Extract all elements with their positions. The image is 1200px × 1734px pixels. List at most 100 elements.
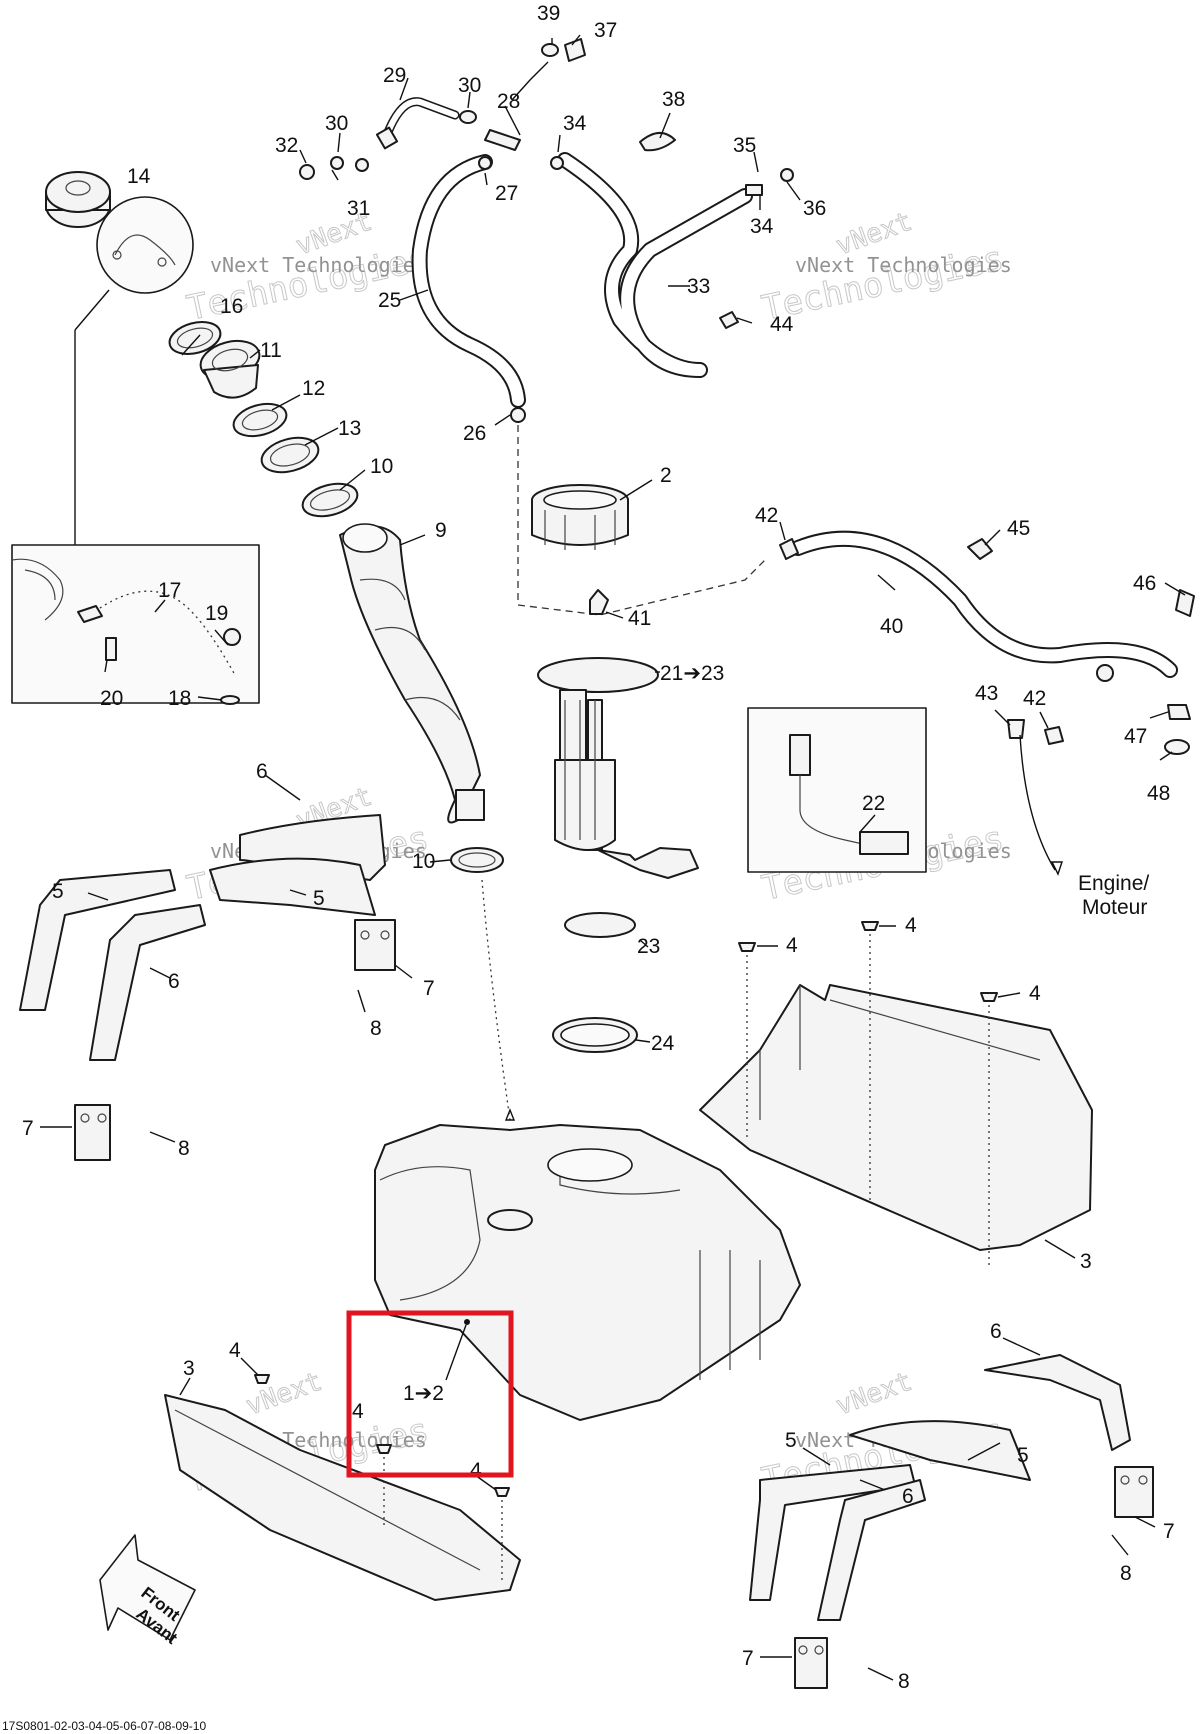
callout-33: 33 (687, 275, 710, 298)
callout-3: 3 (1080, 1250, 1092, 1273)
callout-12: 12 (302, 377, 325, 400)
diagram-code: 17S0801-02-03-04-05-06-07-08-09-10 (2, 1719, 206, 1733)
callout-5-c: 5 (785, 1429, 797, 1452)
clip-44 (719, 311, 739, 329)
callout-27: 27 (495, 182, 518, 205)
vent-hose-25 (411, 154, 526, 408)
fuel-pump-module (537, 589, 699, 1053)
fuel-level-sender-detail (747, 707, 927, 873)
svg-text:Engine/: Engine/ (1078, 872, 1149, 895)
callout-4-f: 4 (470, 1459, 482, 1482)
callout-47: 47 (1124, 725, 1147, 748)
callout-8-c: 8 (1120, 1562, 1132, 1585)
fittings-right (779, 538, 1195, 755)
callout-11: 11 (260, 339, 282, 362)
tank-straps-lower (749, 1354, 1154, 1689)
callout-48: 48 (1147, 782, 1170, 805)
engine-note: Engine/ Moteur (1078, 872, 1149, 919)
callout-20: 20 (100, 687, 123, 710)
callout-19: 19 (205, 602, 228, 625)
callout-6-b: 6 (168, 970, 180, 993)
callout-41: 41 (628, 607, 651, 630)
callout-23: 23 (637, 935, 660, 958)
callout-6-c: 6 (990, 1320, 1002, 1343)
callout-10-b: 10 (412, 850, 435, 873)
callout-7-c: 7 (1163, 1520, 1175, 1543)
filler-neck-11 (199, 339, 261, 399)
callout-36: 36 (803, 197, 826, 220)
callout-34: 34 (563, 112, 587, 135)
svg-text:Moteur: Moteur (1082, 896, 1147, 919)
callout-2: 2 (660, 464, 672, 487)
callout-39: 39 (537, 2, 560, 25)
filler-hose-9 (339, 523, 485, 824)
callout-3-b: 3 (183, 1357, 195, 1380)
callout-29: 29 (383, 64, 406, 87)
fuel-tank (374, 1124, 801, 1421)
hose-routing-line (481, 879, 511, 1121)
callout-4-d: 4 (229, 1339, 241, 1362)
engine-routing-line (1019, 734, 1056, 871)
callout-43: 43 (975, 682, 998, 705)
tank-straps-upper (19, 814, 396, 1161)
callout-7: 7 (423, 977, 435, 1000)
callout-4-a: 4 (786, 934, 798, 957)
callout-10: 10 (370, 455, 393, 478)
callout-5: 5 (52, 880, 64, 903)
callout-8-b: 8 (178, 1137, 190, 1160)
callout-37: 37 (594, 19, 617, 42)
callout-21-23: 21➔23 (660, 662, 724, 685)
tether-detail-circle (96, 196, 194, 294)
callout-28: 28 (497, 90, 520, 113)
svg-text:vNext Technologies: vNext Technologies (210, 253, 427, 277)
callout-40: 40 (880, 615, 903, 638)
callout-8-d: 8 (898, 1670, 910, 1693)
callout-44: 44 (770, 313, 794, 336)
callout-35: 35 (733, 134, 756, 157)
gasket-12 (232, 402, 288, 438)
callout-4-c: 4 (1029, 982, 1041, 1005)
leader-lines (40, 34, 1186, 1681)
callout-labels: 39 37 29 30 28 38 30 34 32 35 14 31 27 3… (22, 2, 1175, 1693)
callout-7-d: 7 (742, 1647, 754, 1670)
screws-4-right (738, 921, 998, 1002)
callout-9: 9 (435, 519, 447, 542)
vent-routing-dashed (517, 425, 766, 616)
callout-38: 38 (662, 88, 685, 111)
callout-30: 30 (458, 74, 481, 97)
callout-24: 24 (651, 1032, 675, 1055)
callout-26: 26 (463, 422, 486, 445)
clamp-10-top (301, 482, 359, 518)
callout-16: 16 (220, 295, 243, 318)
callout-46: 46 (1133, 572, 1156, 595)
callout-42-b: 42 (1023, 687, 1046, 710)
tank-reference-dot (464, 1319, 470, 1325)
callout-14: 14 (127, 165, 151, 188)
callout-6-d: 6 (902, 1485, 914, 1508)
callout-18: 18 (168, 687, 191, 710)
ring-16 (168, 321, 222, 355)
callout-5-b: 5 (313, 887, 325, 910)
callout-45: 45 (1007, 517, 1030, 540)
vent-hose-33 (557, 152, 753, 378)
callout-32: 32 (275, 134, 298, 157)
callout-8: 8 (370, 1017, 382, 1040)
skid-plate-right (699, 984, 1093, 1251)
ring-13 (260, 436, 320, 474)
svg-text:vNext Technologies: vNext Technologies (795, 253, 1012, 277)
watermark-right-top: vNext vNext Technologies Technologies (758, 206, 1012, 329)
callout-30-b: 30 (325, 112, 348, 135)
callout-13: 13 (338, 417, 361, 440)
screws-4-left (254, 1374, 510, 1497)
skid-plate-left (164, 1394, 521, 1601)
callout-34-b: 34 (750, 215, 774, 238)
callout-31: 31 (347, 197, 370, 220)
vent-hose-29 (380, 97, 460, 145)
callout-7-b: 7 (22, 1117, 34, 1140)
callout-17: 17 (158, 579, 181, 602)
clamp-10-bottom (450, 847, 504, 873)
callout-22: 22 (862, 792, 885, 815)
fittings-top (299, 38, 794, 423)
callout-4-b: 4 (905, 914, 917, 937)
